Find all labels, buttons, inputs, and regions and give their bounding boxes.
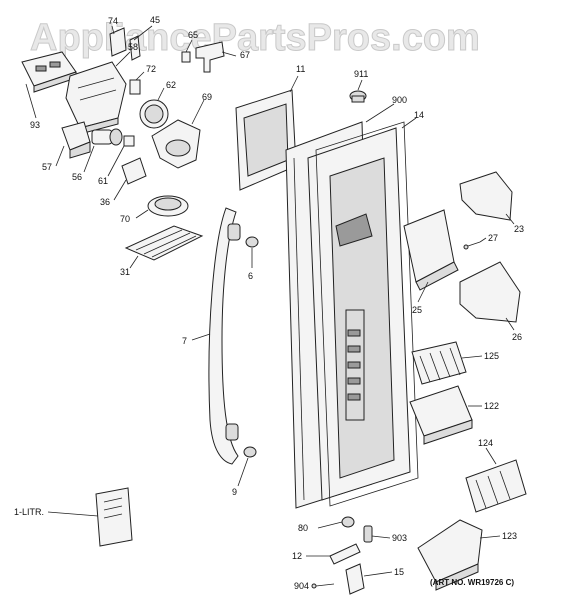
door-frame-11 (235, 89, 297, 191)
bin-cover-23 (459, 171, 513, 221)
literature-booklet (95, 487, 133, 547)
hinge-15 (345, 563, 365, 595)
label-69: 69 (202, 92, 212, 102)
handle-cap-bottom (243, 446, 257, 458)
bushing-80 (341, 516, 355, 528)
wire-shelf-124 (465, 459, 527, 513)
label-6: 6 (248, 271, 253, 281)
label-72: 72 (146, 64, 156, 74)
label-125: 125 (484, 351, 499, 361)
label-7: 7 (182, 336, 187, 346)
bracket-part (109, 27, 141, 61)
switch-part (129, 79, 141, 95)
label-14: 14 (414, 110, 424, 120)
label-124: 124 (478, 438, 493, 448)
label-70: 70 (120, 214, 130, 224)
dispenser-bin-25 (403, 209, 459, 291)
label-900: 900 (392, 95, 407, 105)
label-1-litr: 1-LITR. (14, 507, 44, 517)
leader-lines (25, 25, 515, 577)
gasket-ring (147, 195, 189, 217)
hinge-bracket-12 (329, 543, 361, 565)
recess-ring (139, 99, 169, 129)
wire-shelf-125 (411, 341, 467, 385)
label-45: 45 (150, 15, 160, 25)
door-cap-911 (349, 90, 367, 103)
label-93: 93 (30, 120, 40, 130)
mount-bracket (121, 157, 147, 185)
label-122: 122 (484, 401, 499, 411)
watermark-text: AppliancePartsPros.com (30, 17, 480, 59)
spring-part (123, 135, 135, 147)
small-clip-part (181, 41, 225, 73)
label-9: 9 (232, 487, 237, 497)
label-36: 36 (100, 197, 110, 207)
label-123: 123 (502, 531, 517, 541)
label-26: 26 (512, 332, 522, 342)
door-bin-122 (409, 385, 473, 445)
hinge-pin-903 (363, 525, 373, 543)
label-27: 27 (488, 233, 498, 243)
dispenser-housing (65, 61, 127, 135)
art-number: (ART NO. WR19726 C) (430, 578, 514, 587)
label-12: 12 (292, 551, 302, 561)
door-bin-123 (417, 519, 483, 591)
door-liner (307, 127, 411, 501)
label-62: 62 (166, 80, 176, 90)
label-904: 904 (294, 581, 309, 591)
funnel-chute (151, 119, 201, 169)
actuator-part (61, 121, 91, 159)
label-80: 80 (298, 523, 308, 533)
label-56: 56 (72, 172, 82, 182)
label-31: 31 (120, 267, 130, 277)
screw-904 (311, 583, 335, 589)
label-11: 11 (296, 64, 305, 74)
label-74: 74 (108, 16, 118, 26)
label-15: 15 (394, 567, 404, 577)
door-handle (208, 207, 241, 465)
label-25: 25 (412, 305, 422, 315)
label-23: 23 (514, 224, 524, 234)
control-panel-assembly (21, 51, 77, 93)
label-67: 67 (240, 50, 250, 60)
solenoid-part (91, 128, 123, 146)
label-65: 65 (188, 30, 198, 40)
label-57: 57 (42, 162, 52, 172)
door-gasket-14 (315, 121, 419, 507)
label-61: 61 (98, 176, 108, 186)
label-911: 911 (354, 69, 368, 79)
handle-cap-top (245, 236, 259, 248)
drip-grille (124, 225, 204, 261)
label-903: 903 (392, 533, 407, 543)
screw-27 (463, 241, 481, 250)
shelf-bin-26 (459, 261, 521, 323)
label-58: 58 (128, 42, 138, 52)
